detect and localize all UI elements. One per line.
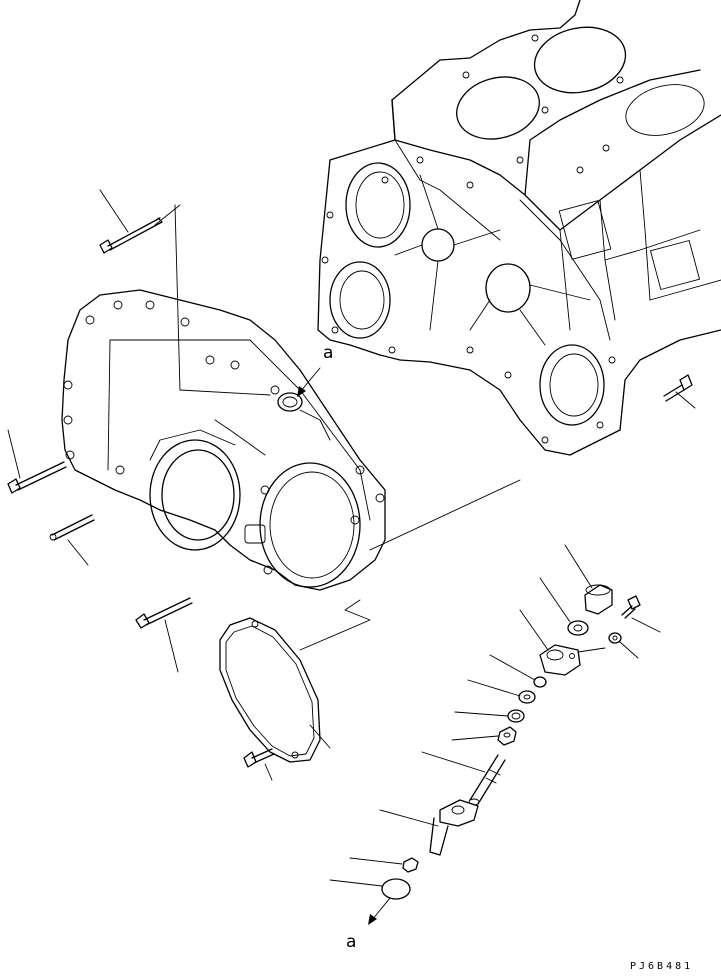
bolt-lower (135, 597, 193, 629)
leader-cap-bottom (329, 879, 383, 887)
nut-middle (507, 709, 525, 723)
callout-a-bottom: a (346, 932, 357, 952)
leader-filler-body (379, 809, 439, 827)
bolt-block-side (663, 374, 693, 402)
bolt-left (7, 461, 67, 494)
small-nut-bottom (402, 857, 419, 873)
washer-middle (518, 690, 536, 704)
filler-cap (584, 584, 613, 615)
o-ring (533, 676, 547, 688)
leader-o-ring (489, 654, 536, 681)
arrow-a-bottom (368, 897, 391, 925)
engine-block (317, 0, 721, 456)
leader-filler-tube (421, 751, 486, 773)
cover-gasket (219, 617, 321, 763)
small-bolt-right (621, 595, 641, 619)
leader-filler-cap (564, 544, 593, 589)
filler-tube (468, 754, 506, 806)
callout-a-top: a (323, 343, 334, 363)
leader-bolt-left (7, 429, 21, 479)
leader-small-washer (619, 641, 639, 659)
leader-small-bolt (631, 617, 661, 633)
leader-flange-to-bolt (577, 647, 606, 653)
filler-body (429, 799, 479, 856)
arrow-a-top (297, 367, 321, 397)
front-cover (61, 289, 386, 591)
leader-lock-nut (451, 735, 499, 741)
small-washer-right (608, 632, 622, 644)
leader-bolt-top (99, 189, 129, 233)
bolt-top (99, 217, 163, 254)
dowel-pin (49, 514, 95, 541)
leader-nut-middle (454, 711, 509, 717)
washer-top (567, 620, 589, 636)
leader-gasket (309, 724, 331, 749)
leader-bolt-lower (164, 619, 179, 673)
bolt-gasket (243, 748, 275, 768)
leader-washer-top (539, 577, 571, 623)
leader-filler-flange (519, 609, 549, 651)
drawing-code: PJ6B481 (630, 961, 694, 972)
leader-dowel (67, 539, 89, 566)
leader-bolt-gasket (264, 763, 273, 781)
cap-bottom (381, 878, 411, 900)
leader-bolt-side (675, 391, 696, 409)
filler-flange (539, 644, 581, 676)
leader-small-nut (349, 857, 403, 865)
lock-nut (497, 726, 517, 746)
leader-washer-middle (467, 679, 521, 697)
